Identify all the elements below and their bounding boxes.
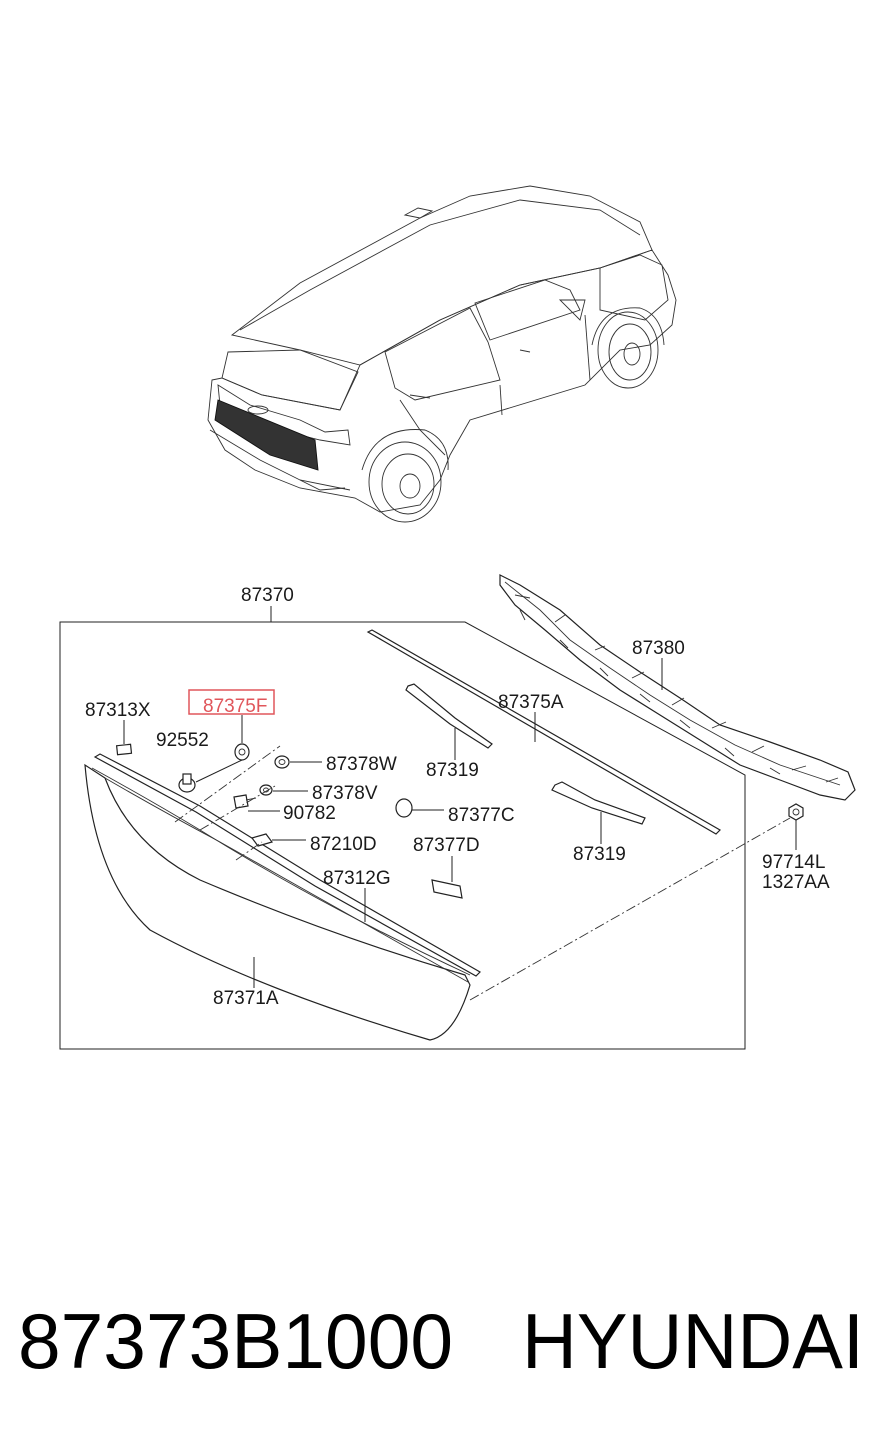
highlight-box (188, 689, 275, 715)
label-87375a: 87375A (498, 692, 564, 713)
footer-brand: HYUNDAI (522, 1297, 864, 1385)
label-87319-lower: 87319 (573, 844, 626, 865)
label-87210d: 87210D (310, 834, 377, 855)
label-1327aa: 1327AA (762, 872, 830, 893)
main-garnish-part (84, 763, 471, 1041)
label-87378v: 87378V (312, 783, 378, 804)
label-87377d: 87377D (413, 835, 480, 856)
label-97714l: 97714L (762, 852, 825, 873)
label-87371a: 87371A (213, 988, 279, 1009)
label-87378w: 87378W (326, 754, 397, 775)
label-87375f: 87375F (203, 696, 267, 717)
assembly-frame (59, 621, 746, 1050)
label-87319-upper: 87319 (426, 760, 479, 781)
bolt-part (178, 773, 196, 793)
label-90782: 90782 (283, 803, 336, 824)
nut-part (788, 803, 804, 821)
label-87377c: 87377C (448, 805, 515, 826)
label-87380: 87380 (632, 638, 685, 659)
label-87312g: 87312G (323, 868, 391, 889)
washer-part (234, 743, 250, 761)
vehicle-illustration (207, 185, 677, 523)
footer-part-number: 87373B1000 (18, 1297, 453, 1385)
label-87313x: 87313X (85, 700, 151, 721)
garnish-bracket-part (499, 574, 856, 801)
label-87370: 87370 (241, 585, 294, 606)
label-92552: 92552 (156, 730, 209, 751)
